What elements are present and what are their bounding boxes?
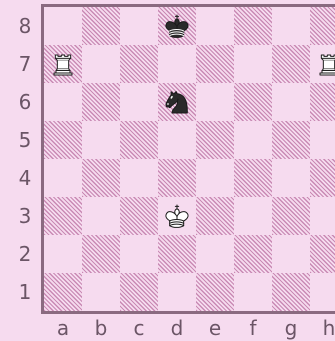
square-b1[interactable]: [82, 273, 120, 311]
square-c7[interactable]: [120, 45, 158, 83]
square-c3[interactable]: [120, 197, 158, 235]
square-b8[interactable]: [82, 7, 120, 45]
square-a4[interactable]: [44, 159, 82, 197]
square-e5[interactable]: [196, 121, 234, 159]
square-h3[interactable]: [310, 197, 335, 235]
file-label: b: [82, 318, 120, 338]
white-rook-icon[interactable]: [44, 45, 82, 83]
square-e2[interactable]: [196, 235, 234, 273]
square-f2[interactable]: [234, 235, 272, 273]
square-b3[interactable]: [82, 197, 120, 235]
square-d4[interactable]: [158, 159, 196, 197]
square-g4[interactable]: [272, 159, 310, 197]
square-b6[interactable]: [82, 83, 120, 121]
square-e3[interactable]: [196, 197, 234, 235]
square-f1[interactable]: [234, 273, 272, 311]
square-g8[interactable]: [272, 7, 310, 45]
square-g3[interactable]: [272, 197, 310, 235]
square-e1[interactable]: [196, 273, 234, 311]
square-d5[interactable]: [158, 121, 196, 159]
square-g1[interactable]: [272, 273, 310, 311]
square-e8[interactable]: [196, 7, 234, 45]
rank-label: 2: [14, 244, 36, 264]
rank-label: 1: [14, 282, 36, 302]
file-label: a: [44, 318, 82, 338]
square-b7[interactable]: [82, 45, 120, 83]
square-h2[interactable]: [310, 235, 335, 273]
square-c4[interactable]: [120, 159, 158, 197]
square-f8[interactable]: [234, 7, 272, 45]
square-b5[interactable]: [82, 121, 120, 159]
square-h4[interactable]: [310, 159, 335, 197]
chess-board: [41, 4, 335, 314]
square-c2[interactable]: [120, 235, 158, 273]
file-label: e: [196, 318, 234, 338]
square-g6[interactable]: [272, 83, 310, 121]
square-a1[interactable]: [44, 273, 82, 311]
square-e4[interactable]: [196, 159, 234, 197]
square-e7[interactable]: [196, 45, 234, 83]
file-label: f: [234, 318, 272, 338]
square-b2[interactable]: [82, 235, 120, 273]
square-c5[interactable]: [120, 121, 158, 159]
file-label: h: [310, 318, 335, 338]
square-f4[interactable]: [234, 159, 272, 197]
square-a5[interactable]: [44, 121, 82, 159]
square-g5[interactable]: [272, 121, 310, 159]
black-king-icon[interactable]: [158, 7, 196, 45]
square-g2[interactable]: [272, 235, 310, 273]
rank-label: 6: [14, 92, 36, 112]
square-c8[interactable]: [120, 7, 158, 45]
square-d2[interactable]: [158, 235, 196, 273]
square-h6[interactable]: [310, 83, 335, 121]
square-b4[interactable]: [82, 159, 120, 197]
file-label: g: [272, 318, 310, 338]
rank-label: 4: [14, 168, 36, 188]
file-label: d: [158, 318, 196, 338]
square-e6[interactable]: [196, 83, 234, 121]
square-g7[interactable]: [272, 45, 310, 83]
square-c6[interactable]: [120, 83, 158, 121]
black-knight-icon[interactable]: [158, 83, 196, 121]
square-f7[interactable]: [234, 45, 272, 83]
square-a8[interactable]: [44, 7, 82, 45]
square-a6[interactable]: [44, 83, 82, 121]
square-f5[interactable]: [234, 121, 272, 159]
file-label: c: [120, 318, 158, 338]
square-d1[interactable]: [158, 273, 196, 311]
square-h1[interactable]: [310, 273, 335, 311]
rank-label: 7: [14, 54, 36, 74]
square-f6[interactable]: [234, 83, 272, 121]
square-h5[interactable]: [310, 121, 335, 159]
white-rook-icon[interactable]: [310, 45, 335, 83]
rank-label: 5: [14, 130, 36, 150]
white-king-icon[interactable]: [158, 197, 196, 235]
square-a2[interactable]: [44, 235, 82, 273]
square-f3[interactable]: [234, 197, 272, 235]
square-h8[interactable]: [310, 7, 335, 45]
rank-label: 3: [14, 206, 36, 226]
square-a3[interactable]: [44, 197, 82, 235]
rank-label: 8: [14, 16, 36, 36]
square-d7[interactable]: [158, 45, 196, 83]
square-c1[interactable]: [120, 273, 158, 311]
